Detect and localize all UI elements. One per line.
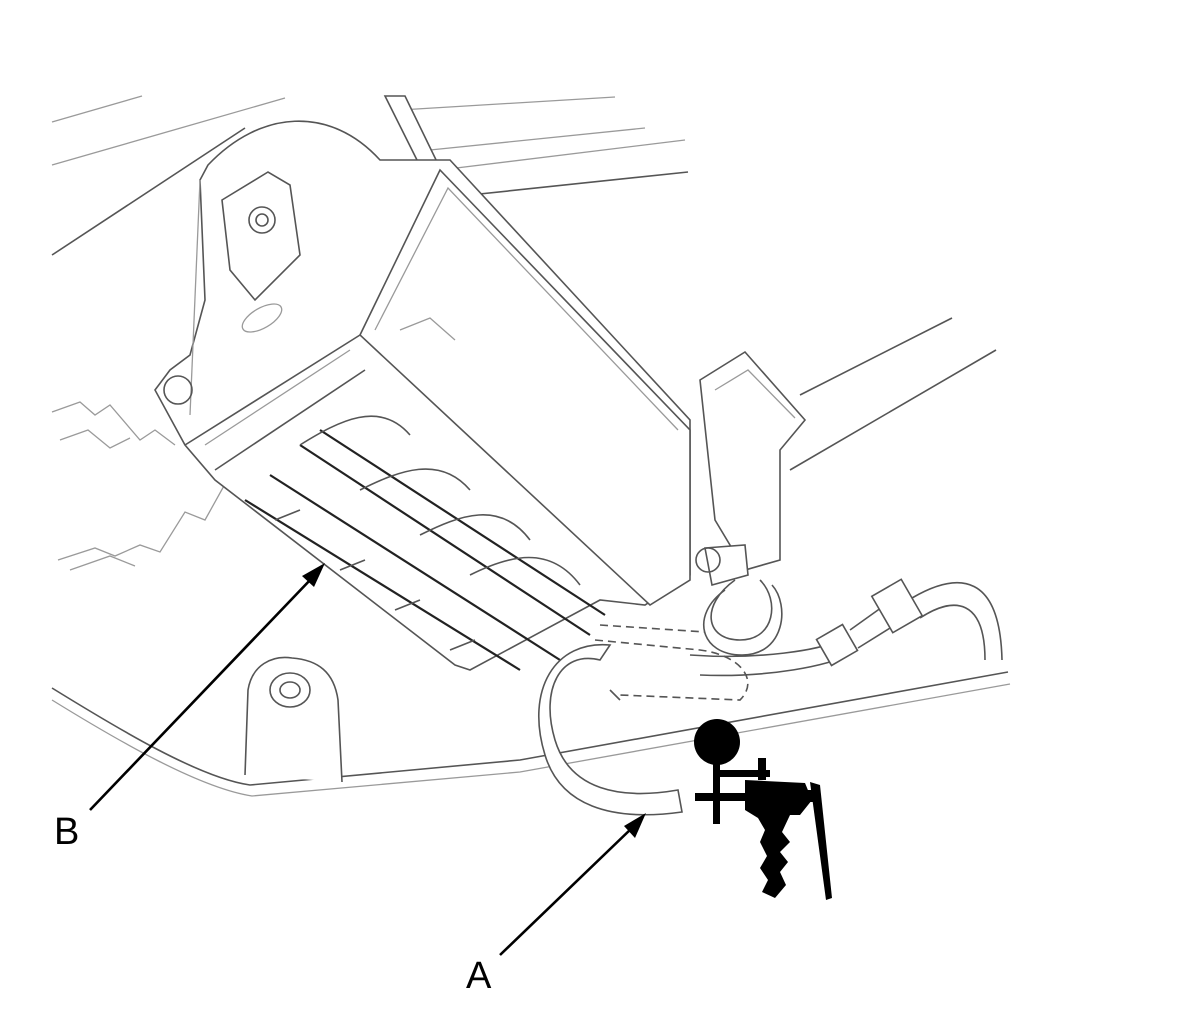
vacuum-pump-tester (694, 719, 832, 900)
hose-assembly (537, 578, 1003, 816)
callout-label-b: B (54, 811, 80, 853)
vehicle-underbody-lines (51, 95, 1011, 797)
callout-leader-b (89, 563, 325, 811)
callout-leader-a (499, 813, 646, 956)
callout-label-a: A (466, 955, 492, 997)
evap-canister (154, 95, 807, 671)
